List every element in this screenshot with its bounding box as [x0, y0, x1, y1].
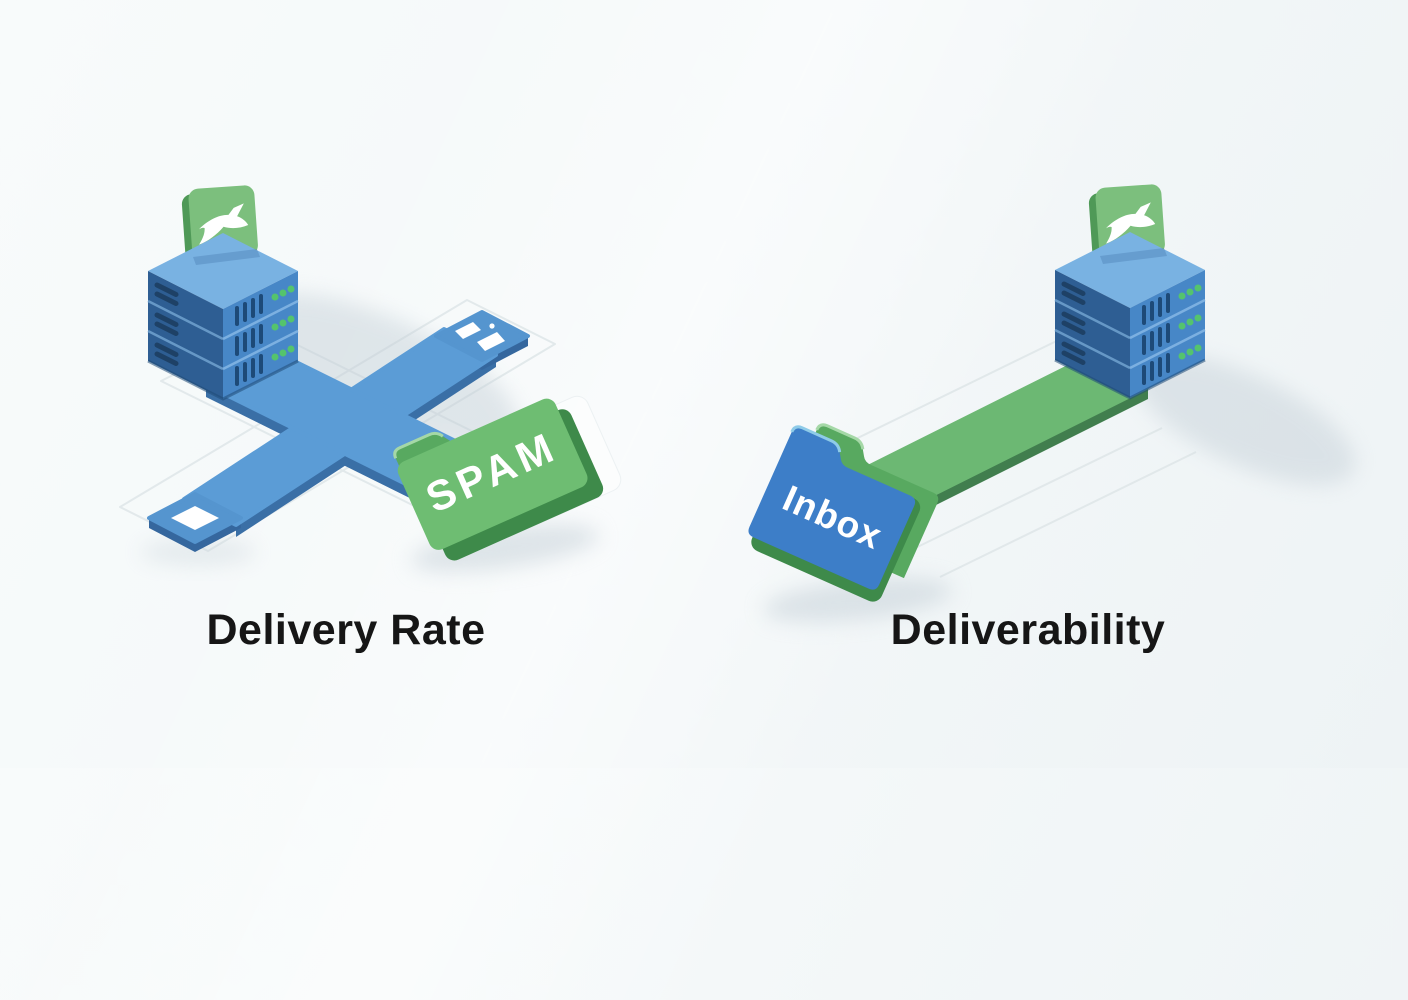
- spam-folder: SPAM: [393, 395, 622, 561]
- spam-folder-shadow: [410, 524, 600, 572]
- inbox-back-tab-highlight: [815, 423, 865, 450]
- spam-folder-tab-highlight: [393, 431, 444, 459]
- green-path-edge: [888, 387, 1148, 529]
- inbox-folder-shadow: [763, 577, 953, 623]
- inbox-front-tab-highlight: [790, 425, 842, 453]
- broken-envelope-icon: [455, 322, 505, 351]
- right-title: Deliverability: [890, 606, 1166, 654]
- delivery-rate-scene: SPAM: [119, 185, 622, 572]
- deliverability-scene: Inbox: [748, 184, 1356, 623]
- left-title: Delivery Rate: [206, 606, 486, 654]
- right-server: [1055, 184, 1205, 398]
- left-server: [148, 185, 298, 399]
- pad-shadow: [140, 539, 256, 565]
- spam-folder-front: [397, 398, 588, 550]
- server-shadow: [1134, 354, 1356, 486]
- bounce-pad: [434, 310, 530, 362]
- envelope-icon: [171, 506, 219, 530]
- envelope-pad-edge: [149, 518, 241, 552]
- inbox-folder-front: [748, 426, 916, 590]
- inbox-folder: Inbox: [748, 423, 939, 602]
- scene-svg: SPAM: [119, 0, 1356, 623]
